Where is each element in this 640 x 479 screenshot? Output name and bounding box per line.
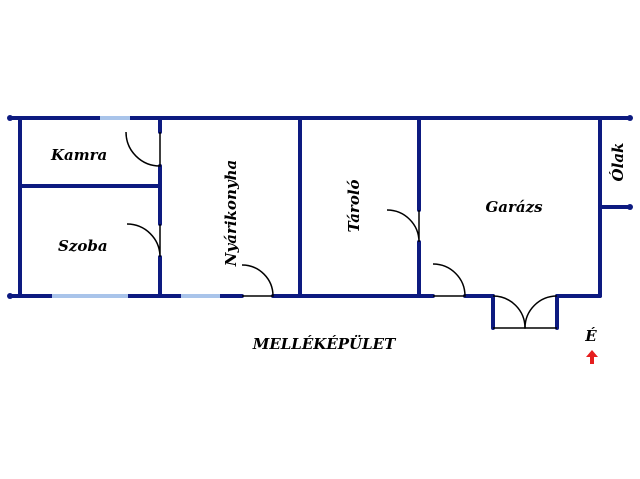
door-szoba bbox=[126, 223, 161, 258]
windows bbox=[52, 116, 220, 298]
doors bbox=[125, 131, 558, 329]
dot-stub-right bbox=[627, 204, 633, 210]
compass-label: É bbox=[584, 327, 597, 345]
room-label-kamra: Kamra bbox=[50, 146, 107, 164]
door-kamra bbox=[125, 131, 161, 167]
north-arrow-icon bbox=[586, 350, 598, 364]
dot-top-left bbox=[7, 115, 13, 121]
door-nyarikonyha bbox=[241, 264, 274, 297]
room-label-szoba: Szoba bbox=[58, 237, 108, 255]
room-label-garazs: Garázs bbox=[485, 198, 543, 216]
room-label-olak: Ólak bbox=[609, 143, 627, 182]
dot-bottom-left bbox=[7, 293, 13, 299]
garage-door-right-leaf bbox=[524, 295, 558, 329]
room-label-tarolo: Tároló bbox=[345, 179, 363, 232]
door-garazs bbox=[432, 263, 466, 297]
dot-top-right bbox=[627, 115, 633, 121]
door-tarolo bbox=[386, 209, 420, 243]
wall-end-dots bbox=[7, 115, 633, 299]
building-caption: MELLÉKÉPÜLET bbox=[252, 334, 397, 353]
room-label-nyarikonyha: Nyárikonyha bbox=[222, 160, 240, 267]
